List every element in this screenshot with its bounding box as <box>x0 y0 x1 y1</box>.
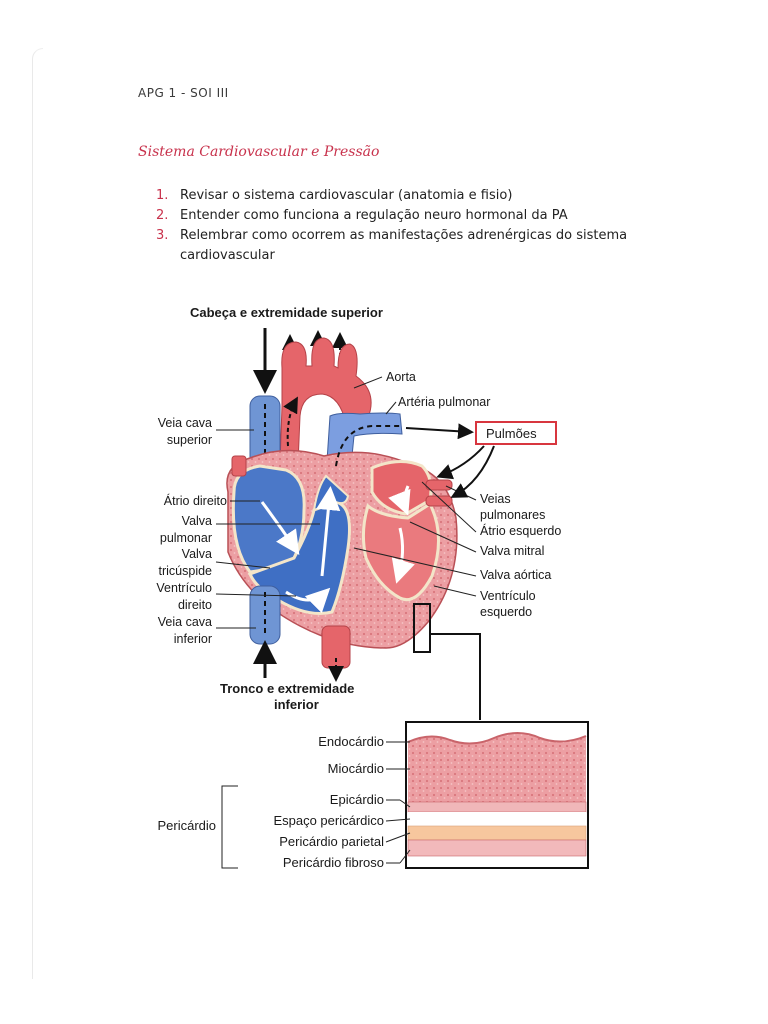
task-text: Revisar o sistema cardiovascular (anatom… <box>180 188 513 203</box>
flow-arrow-white <box>285 587 331 614</box>
label-myocardium: Miocárdio <box>328 761 384 776</box>
label-right-atrium: Átrio direito <box>164 493 227 508</box>
parietal-pericardium-layer <box>407 825 587 841</box>
label-pulmonary-veins: Veias <box>480 492 511 506</box>
from-lungs-arrow <box>450 445 495 498</box>
wall-leader-lines <box>385 741 411 864</box>
page-edge <box>32 48 43 979</box>
label-right-ventricle: direito <box>178 598 212 612</box>
flow-arrow-white <box>260 501 300 555</box>
task-text: Relembrar como ocorrem as manifestações … <box>180 228 628 263</box>
task-item: 2. Entender como funciona a regulação neu… <box>156 206 656 226</box>
task-number: 1. <box>156 188 169 203</box>
left-ventricle <box>361 501 441 602</box>
zoom-connector <box>430 633 481 720</box>
fibrous-pericardium-layer <box>407 839 587 857</box>
pericardial-space-layer <box>408 812 586 826</box>
label-parietal-pericardium: Pericárdio parietal <box>279 834 384 849</box>
label-pulmonary-valve: pulmonar <box>160 531 212 545</box>
label-right-ventricle: Ventrículo <box>156 581 212 595</box>
label-aorta: Aorta <box>386 370 416 384</box>
to-lungs-arrow <box>405 423 474 440</box>
label-pulmonary-artery: Artéria pulmonar <box>398 395 490 409</box>
label-fibrous-pericardium: Pericárdio fibroso <box>283 855 384 870</box>
label-svc: superior <box>167 433 212 447</box>
top-label: Cabeça e extremidade superior <box>190 305 383 320</box>
label-left-ventricle: Ventrículo <box>480 589 536 603</box>
task-text: Entender como funciona a regulação neuro… <box>180 208 568 223</box>
label-left-ventricle: esquerdo <box>480 605 532 619</box>
aorta <box>279 337 372 465</box>
task-item: 3. Relembrar como ocorrem as manifestaçõe… <box>156 226 656 266</box>
document-header: APG 1 - SOI III <box>138 86 229 100</box>
label-pulmonary-valve: Valva <box>182 514 212 528</box>
label-ivc: Veia cava <box>158 615 212 629</box>
pericardium-bracket <box>221 785 238 869</box>
label-ivc: inferior <box>174 632 212 646</box>
label-endocardium: Endocárdio <box>318 734 384 749</box>
task-number: 3. <box>156 228 169 243</box>
task-item: 1. Revisar o sistema cardiovascular (anat… <box>156 186 656 206</box>
flow-arrow-white <box>316 486 341 577</box>
pulmonary-vein <box>425 479 453 491</box>
from-lungs-arrow <box>436 445 485 480</box>
aorta-flow-arrow <box>283 396 298 447</box>
epicardium-layer <box>407 801 587 813</box>
lungs-box <box>475 421 557 445</box>
vessel-stub <box>231 455 247 477</box>
flow-arrow-white <box>388 485 411 516</box>
label-pericardial-space: Espaço pericárdico <box>273 813 384 828</box>
task-list: 1. Revisar o sistema cardiovascular (anat… <box>156 186 656 266</box>
pa-flow-line <box>335 425 402 467</box>
label-epicardium: Epicárdio <box>330 792 384 807</box>
flow-arrow-white <box>391 527 415 584</box>
label-aortic-valve: Valva aórtica <box>480 568 551 582</box>
label-tricuspid-valve: tricúspide <box>159 564 213 578</box>
label-svc: Veia cava <box>158 416 212 430</box>
bottom-label: Tronco e extremidade <box>220 681 354 696</box>
zoom-marker <box>413 603 431 653</box>
heart-wall-detail <box>405 721 589 869</box>
heart-anatomy-figure: Cabeça e extremidade superior Tronco e e… <box>156 305 589 870</box>
label-left-atrium: Átrio esquerdo <box>480 523 561 538</box>
bottom-label: inferior <box>274 697 319 712</box>
label-pulmonary-veins: pulmonares <box>480 508 545 522</box>
label-pericardium: Pericárdio <box>157 818 216 833</box>
left-leader-lines <box>215 429 320 629</box>
section-title: Sistema Cardiovascular e Pressão <box>138 144 380 160</box>
label-lungs: Pulmões <box>486 426 537 441</box>
label-tricuspid-valve: Valva <box>182 547 212 561</box>
endocardium-edge <box>408 724 586 744</box>
label-mitral-valve: Valva mitral <box>480 544 544 558</box>
task-number: 2. <box>156 208 169 223</box>
